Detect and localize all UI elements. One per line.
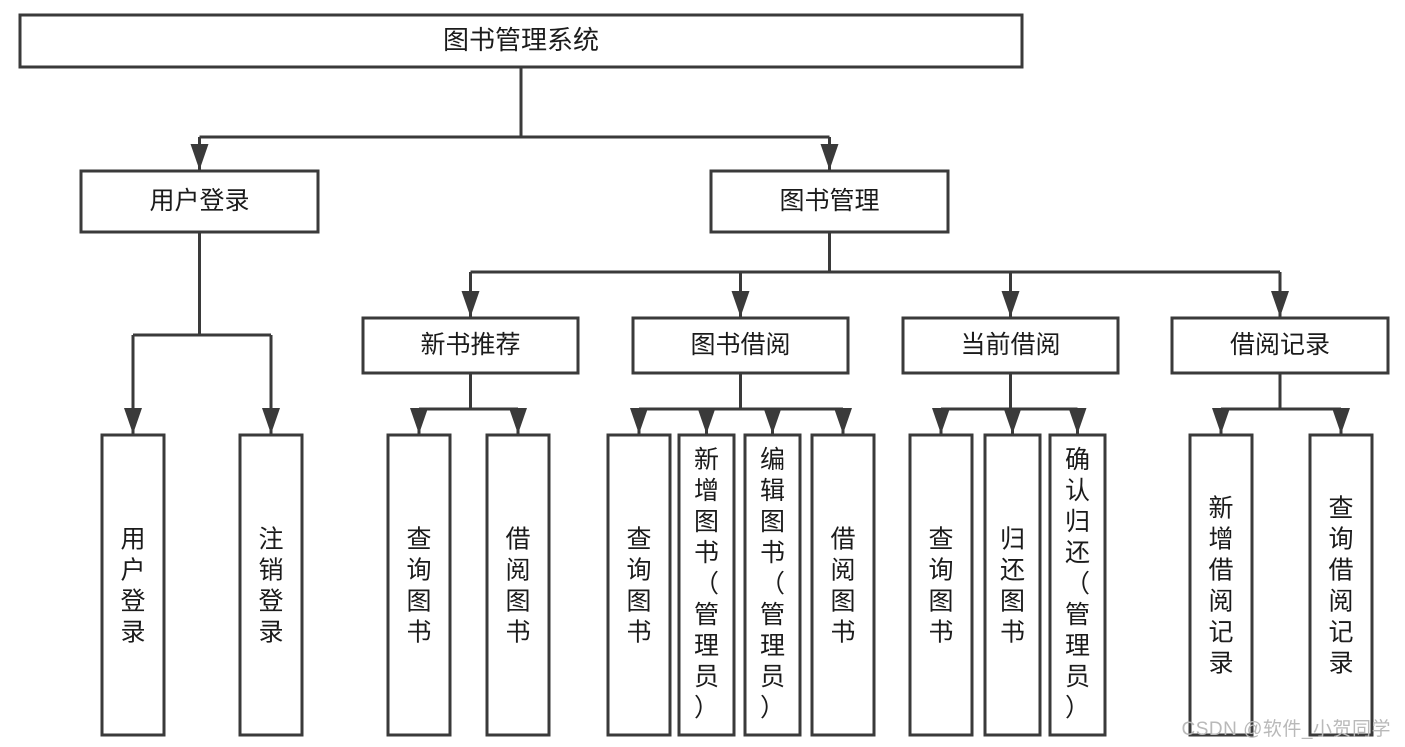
arrow-head-icon — [1068, 408, 1087, 434]
arrow-head-icon — [932, 408, 950, 434]
node-label-vertical: 用户登录 — [120, 525, 145, 646]
arrow-head-icon — [1332, 408, 1350, 434]
node-label-vertical: 注销登录 — [258, 525, 283, 646]
node-leaf-1[interactable]: 注销登录 — [238, 433, 304, 737]
node-box[interactable] — [1188, 433, 1254, 737]
node-leaf-7[interactable]: 借阅图书 — [810, 433, 876, 737]
node-box[interactable] — [485, 433, 551, 737]
node-layer: 图书管理系统用户登录图书管理新书推荐图书借阅当前借阅借阅记录用户登录注销登录查询… — [18, 13, 1390, 737]
node-box[interactable] — [606, 433, 672, 737]
node-box[interactable] — [631, 316, 850, 375]
node-level2-1[interactable]: 图书管理 — [709, 169, 950, 234]
node-label-vertical: 确认归还（管理员） — [1065, 446, 1090, 722]
node-label: 图书管理系统 — [443, 25, 599, 55]
node-label-vertical: 查询图书 — [626, 525, 651, 646]
arrow-head-icon — [461, 291, 480, 317]
node-leaf-8[interactable]: 查询图书 — [908, 433, 974, 737]
node-leaf-5[interactable]: 新增图书（管理员） — [677, 433, 736, 737]
node-leaf-10[interactable]: 确认归还（管理员） — [1048, 433, 1107, 737]
node-level2-0[interactable]: 用户登录 — [79, 169, 320, 234]
node-leaf-6[interactable]: 编辑图书（管理员） — [743, 433, 802, 737]
node-label-vertical: 查询借阅记录 — [1328, 494, 1353, 677]
node-box[interactable] — [238, 433, 304, 737]
node-label: 当前借阅 — [960, 331, 1060, 359]
node-root[interactable]: 图书管理系统 — [18, 13, 1024, 69]
node-label-vertical: 查询图书 — [928, 525, 953, 646]
arrow-head-icon — [697, 408, 716, 434]
node-level3-0[interactable]: 新书推荐 — [361, 316, 580, 375]
node-leaf-0[interactable]: 用户登录 — [100, 433, 166, 737]
node-box[interactable] — [1308, 433, 1374, 737]
node-leaf-3[interactable]: 借阅图书 — [485, 433, 551, 737]
node-level3-1[interactable]: 图书借阅 — [631, 316, 850, 375]
node-box[interactable] — [361, 316, 580, 375]
node-label-vertical: 编辑图书（管理员） — [760, 446, 785, 722]
node-label: 新书推荐 — [420, 331, 520, 359]
node-box[interactable] — [1170, 316, 1390, 375]
arrow-head-icon — [262, 408, 280, 434]
arrow-head-icon — [630, 408, 648, 434]
node-box[interactable] — [901, 316, 1120, 375]
node-leaf-2[interactable]: 查询图书 — [386, 433, 452, 737]
arrow-head-icon — [509, 408, 527, 434]
node-box[interactable] — [100, 433, 166, 737]
arrow-head-icon — [1271, 291, 1289, 317]
arrow-head-icon — [1001, 291, 1020, 317]
node-box[interactable] — [79, 169, 320, 234]
node-label-vertical: 新增图书（管理员） — [694, 446, 719, 722]
node-level3-3[interactable]: 借阅记录 — [1170, 316, 1390, 375]
node-label-vertical: 借阅图书 — [505, 525, 530, 646]
node-label: 借阅记录 — [1230, 331, 1330, 359]
node-box[interactable] — [810, 433, 876, 737]
node-box[interactable] — [983, 433, 1042, 737]
arrow-head-icon — [820, 144, 839, 170]
node-box[interactable] — [677, 433, 736, 737]
node-box[interactable] — [386, 433, 452, 737]
arrow-head-icon — [1003, 408, 1022, 434]
node-leaf-9[interactable]: 归还图书 — [983, 433, 1042, 737]
arrow-head-icon — [834, 408, 852, 434]
node-label: 图书管理 — [779, 187, 879, 215]
node-label-vertical: 查询图书 — [406, 525, 431, 646]
node-label: 用户登录 — [149, 187, 249, 215]
node-label: 图书借阅 — [690, 331, 790, 359]
arrow-head-icon — [1212, 408, 1230, 434]
node-label-vertical: 借阅图书 — [830, 525, 855, 646]
node-box[interactable] — [18, 13, 1024, 69]
arrow-head-icon — [731, 291, 750, 317]
node-box[interactable] — [743, 433, 802, 737]
arrow-head-icon — [410, 408, 428, 434]
node-box[interactable] — [908, 433, 974, 737]
node-leaf-11[interactable]: 新增借阅记录 — [1188, 433, 1254, 737]
connector-layer — [124, 67, 1350, 434]
node-box[interactable] — [1048, 433, 1107, 737]
arrow-head-icon — [763, 408, 782, 434]
node-level3-2[interactable]: 当前借阅 — [901, 316, 1120, 375]
node-leaf-12[interactable]: 查询借阅记录 — [1308, 433, 1374, 737]
arrow-head-icon — [190, 144, 209, 170]
node-box[interactable] — [709, 169, 950, 234]
node-leaf-4[interactable]: 查询图书 — [606, 433, 672, 737]
node-label-vertical: 归还图书 — [1000, 525, 1025, 646]
node-label-vertical: 新增借阅记录 — [1208, 494, 1233, 677]
arrow-head-icon — [124, 408, 142, 434]
